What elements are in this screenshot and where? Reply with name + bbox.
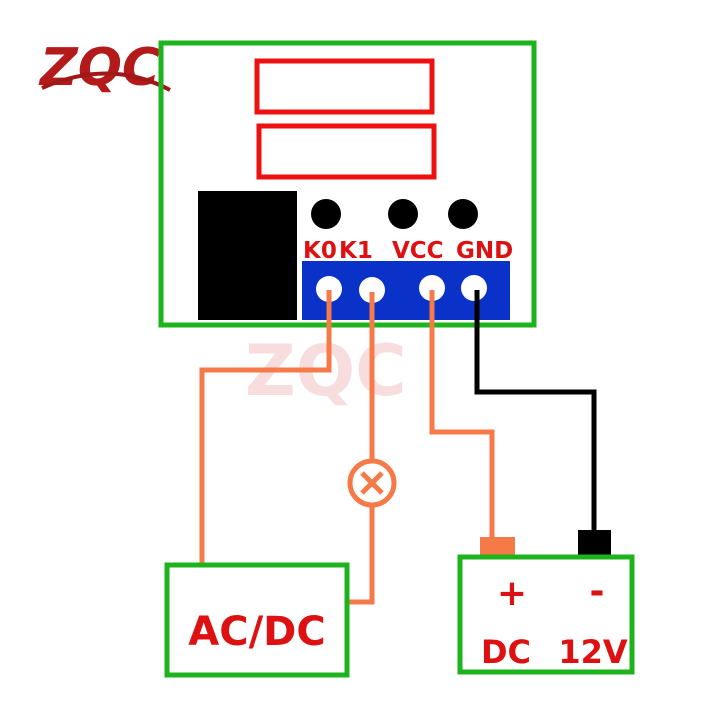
logo: ZQC <box>38 38 171 98</box>
dc-supply-box <box>457 554 635 675</box>
module-board <box>158 40 537 328</box>
button-1 <box>311 199 341 229</box>
wire-k1-lower <box>348 505 375 605</box>
dc-12v-supply: + - DC 12V <box>457 554 635 675</box>
wire-k0 <box>199 290 332 564</box>
ac-dc-supply: AC/DC <box>164 562 350 678</box>
wire-vcc <box>429 290 495 540</box>
ac-dc-box <box>164 562 350 678</box>
ac-dc-label: AC/DC <box>188 609 325 655</box>
voltage-label: 12V <box>558 633 628 671</box>
relay-block <box>198 191 297 320</box>
display-upper <box>254 58 435 115</box>
terminal-label-gnd: GND <box>456 238 513 264</box>
terminal-label-k1: K1 <box>339 238 373 264</box>
terminal-k1 <box>359 277 385 303</box>
display-lower <box>256 123 437 180</box>
plus-label: + <box>497 573 527 614</box>
terminal-label-vcc: VCC <box>392 238 444 264</box>
wire-gnd <box>474 290 597 532</box>
relay-module: K0 K1 VCC GND <box>158 40 537 328</box>
logo-text: ZQC <box>38 38 160 98</box>
minus-connector <box>578 530 611 556</box>
plus-connector <box>480 537 515 556</box>
button-2 <box>388 199 418 229</box>
terminal-gnd <box>461 275 487 301</box>
terminal-vcc <box>419 275 445 301</box>
lamp-icon <box>347 458 397 508</box>
minus-label: - <box>590 571 605 612</box>
terminal-k0 <box>316 276 342 302</box>
button-3 <box>448 199 478 229</box>
terminal-label-k0: K0 <box>303 238 337 264</box>
dc-label: DC <box>481 633 531 671</box>
